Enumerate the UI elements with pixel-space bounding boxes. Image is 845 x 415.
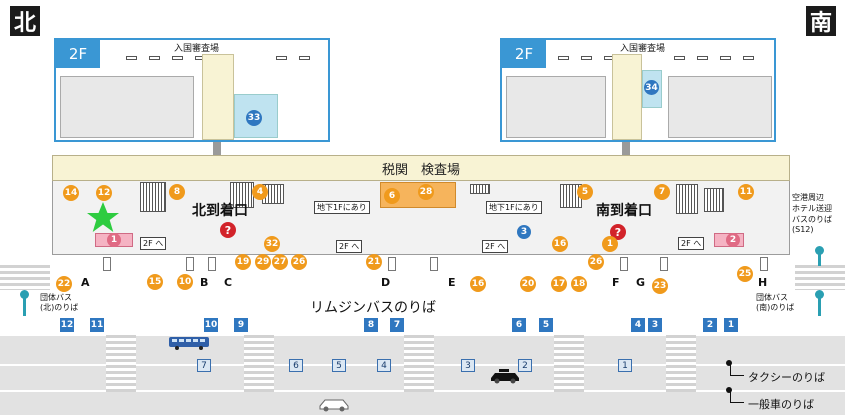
counter-27: 27: [272, 254, 288, 270]
counter-11: 11: [738, 184, 754, 200]
north-badge: 北: [10, 6, 40, 36]
bus-stop-8: 8: [364, 318, 378, 332]
counter-17: 17: [551, 276, 567, 292]
counter-5: 5: [577, 184, 593, 200]
taxi-stand-label: タクシーのりば: [748, 371, 825, 384]
counter-18: 18: [571, 276, 587, 292]
south-arrival-gate: 南到着口: [596, 203, 652, 219]
lane-2: 2: [518, 359, 532, 372]
escalator-north-1: [140, 182, 166, 212]
group-bus-south-line2: (南)のりば: [756, 303, 795, 312]
to-2f-2: 2F へ: [336, 240, 363, 253]
customs-area: 税関 検査場: [52, 155, 790, 181]
counter-20: 20: [520, 276, 536, 292]
bus-icon: [169, 337, 209, 350]
north-arrival-gate: 北到着口: [192, 203, 248, 219]
counter-25b: 26: [588, 254, 604, 270]
info-mark-north: ?: [220, 222, 236, 238]
counter-10: 10: [177, 274, 193, 290]
limousine-bus-title: リムジンバスのりば: [310, 300, 436, 316]
south-badge: 南: [806, 6, 836, 36]
counter-28: 29: [255, 254, 271, 270]
counter-26: 28: [418, 184, 434, 200]
car-icon: [319, 399, 349, 412]
to-2f-1: 2F へ: [140, 237, 167, 250]
counter-7: 7: [654, 184, 670, 200]
to-2f-3: 2F へ: [482, 240, 509, 253]
bus-stop-10: 10: [204, 318, 218, 332]
counter-16: 16: [552, 236, 568, 252]
door-g: G: [636, 276, 646, 289]
floor-panel-north: 2F 入国審査場 33: [54, 38, 330, 142]
bus-stop-9: 9: [234, 318, 248, 332]
counter-pink-2: 2: [726, 233, 740, 247]
floor-label-south: 2F: [514, 45, 534, 63]
lane-5: 5: [332, 359, 346, 372]
taxi-icon: [491, 369, 519, 384]
door-a: A: [81, 276, 90, 289]
immigration-label-north: 入国審査場: [174, 44, 220, 54]
counter-19: 19: [235, 254, 251, 270]
counter-4: 4: [252, 184, 268, 200]
room-33: [234, 94, 278, 138]
door-h: H: [758, 276, 768, 289]
car-stand-label: 一般車のりば: [748, 398, 814, 411]
counter-25a: 26: [291, 254, 307, 270]
room-33-badge: 33: [246, 110, 262, 126]
counter-15: 16: [470, 276, 486, 292]
floor-panel-south: 2F 入国審査場 34: [500, 38, 776, 142]
bus-stop-3: 3: [648, 318, 662, 332]
bus-stop-4: 4: [631, 318, 645, 332]
lane-7: 7: [197, 359, 211, 372]
bus-stop-7: 7: [390, 318, 404, 332]
lane-1: 1: [618, 359, 632, 372]
basement-note-south: 地下1Fにあり: [486, 201, 542, 214]
hotel-shuttle-label: 空港周辺 ホテル送迎 バスのりば (S12): [792, 193, 832, 234]
customs-label: 税関 検査場: [381, 162, 460, 178]
escalator-south: [676, 184, 698, 214]
to-2f-4: 2F へ: [678, 237, 705, 250]
bus-stop-6: 6: [512, 318, 526, 332]
room-34-badge: 34: [644, 80, 659, 95]
counter-22: 22: [56, 276, 72, 292]
counter-13: 14: [63, 185, 79, 201]
group-bus-north-line2: (北)のりば: [40, 303, 79, 312]
counter-pink-1: 1: [107, 233, 121, 247]
counter-14: 15: [147, 274, 163, 290]
bus-stop-5: 5: [539, 318, 553, 332]
counter-32: 32: [264, 236, 280, 252]
counter-12: 12: [96, 185, 112, 201]
counter-8: 8: [169, 184, 185, 200]
door-e: E: [448, 276, 456, 289]
counter-9-area: 1: [602, 236, 618, 252]
bus-stop-12: 12: [60, 318, 74, 332]
floor-label-north: 2F: [68, 45, 88, 63]
basement-note-north: 地下1Fにあり: [314, 201, 370, 214]
current-location-star-icon: [87, 202, 119, 232]
immigration-label-south: 入国審査場: [620, 44, 666, 54]
counter-24: 25: [737, 266, 753, 282]
escalator-north-2: [230, 182, 254, 208]
door-d: D: [381, 276, 391, 289]
bus-stop-2: 2: [703, 318, 717, 332]
lane-6: 6: [289, 359, 303, 372]
counter-21: 21: [366, 254, 382, 270]
lane-3: 3: [461, 359, 475, 372]
counter-6: 6: [384, 188, 400, 204]
counter-blue-3: 3: [517, 225, 531, 239]
door-c: C: [224, 276, 233, 289]
group-bus-south-line1: 団体バス: [756, 293, 788, 302]
road-car: [0, 392, 845, 415]
door-b: B: [200, 276, 209, 289]
door-f: F: [612, 276, 620, 289]
bus-stop-11: 11: [90, 318, 104, 332]
group-bus-north-line1: 団体バス: [40, 293, 72, 302]
lane-4: 4: [377, 359, 391, 372]
info-mark-south: ?: [610, 224, 626, 240]
bus-stop-1: 1: [724, 318, 738, 332]
counter-23: 23: [652, 278, 668, 294]
